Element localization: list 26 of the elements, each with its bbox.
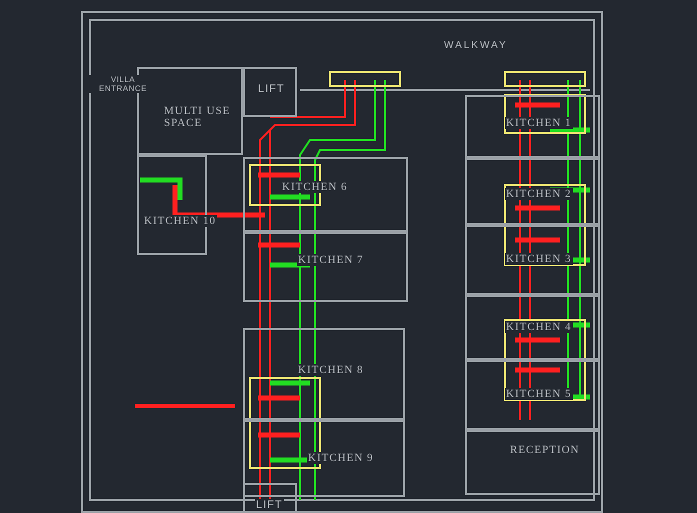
- room-outline: [243, 328, 405, 420]
- room-label: KITCHEN 3: [505, 253, 573, 265]
- room-outline: [465, 295, 600, 360]
- room-label: KITCHEN 5: [505, 388, 573, 400]
- room-label: LIFT: [257, 83, 286, 95]
- room-label: KITCHEN 1: [505, 117, 573, 129]
- room-label: KITCHEN 2: [505, 188, 573, 200]
- room-label: RECEPTION: [509, 444, 580, 456]
- room-outline: [243, 483, 297, 513]
- room-label: KITCHEN 6: [281, 181, 349, 193]
- room-label: LIFT: [255, 499, 284, 511]
- room-label: KITCHEN 7: [297, 254, 365, 266]
- room-outline: [465, 95, 600, 158]
- room-outline: [243, 420, 405, 497]
- room-outline: [465, 430, 600, 495]
- room-label: KITCHEN 4: [505, 321, 573, 333]
- room-outline: [465, 158, 600, 225]
- room-outline: [465, 225, 600, 295]
- room-outline: [243, 67, 297, 117]
- room-outline: [243, 232, 408, 302]
- room-label: KITCHEN 9: [307, 452, 375, 464]
- room-outline: [465, 360, 600, 430]
- room-label: KITCHEN 8: [297, 364, 365, 376]
- area-label: WALKWAY: [444, 40, 508, 51]
- room-outline: [243, 157, 408, 232]
- room-label: KITCHEN 10: [143, 215, 218, 227]
